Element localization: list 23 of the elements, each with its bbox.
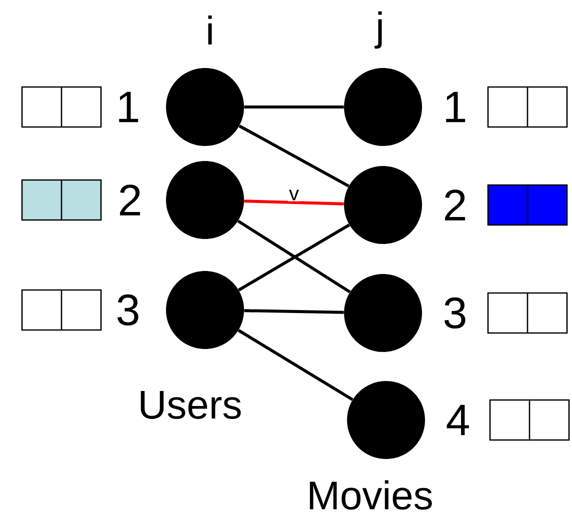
edge-line [244,105,344,108]
node-circle [166,161,244,239]
node-number: 2 [120,184,140,216]
axis-label: i [208,16,212,44]
node-circle [344,274,422,352]
node-number: 1 [119,92,138,122]
node-number: 2 [444,190,466,220]
node-circle [344,166,422,244]
node-circle [344,68,422,146]
axis-label: j [374,11,382,49]
node-number: 1 [446,92,466,122]
node-number: 3 [117,294,138,326]
edge-line [244,309,344,314]
node-number: 4 [446,404,469,436]
node-number: 3 [444,297,466,329]
edge-line [244,200,344,206]
node-circle [166,270,244,349]
node-circle [347,380,425,459]
axis-label: Users [140,391,241,419]
node-circle [166,68,244,146]
edge-line [238,329,354,401]
edge-line [238,124,350,188]
edge-label: v [289,190,299,200]
